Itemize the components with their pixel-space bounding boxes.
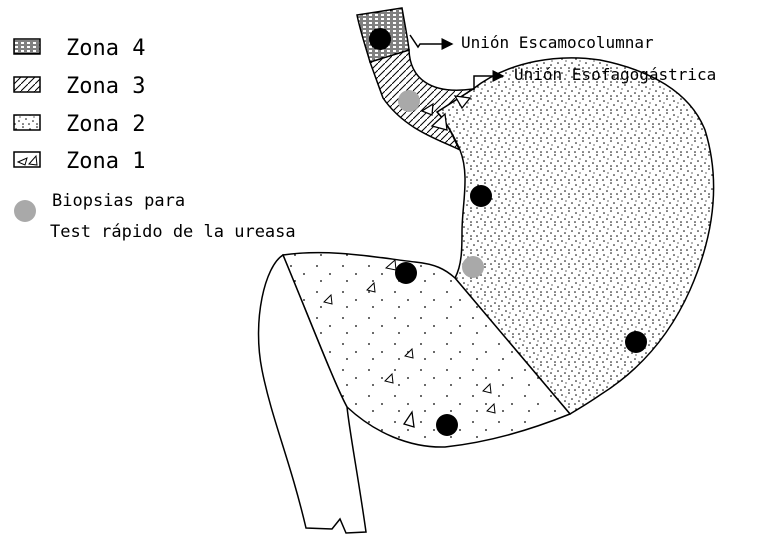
zona4-swatch <box>14 39 40 54</box>
biopsy-label-line2: Test rápido de la ureasa <box>50 222 296 242</box>
legend-item-zona1: Zona 1 <box>14 149 145 174</box>
zona1-label: Zona 1 <box>66 149 145 174</box>
zona3-swatch <box>14 77 40 92</box>
callout-squamocolumnar: Unión Escamocolumnar <box>410 33 654 52</box>
biopsy-black-antrum-lower <box>436 414 458 436</box>
zona2-label: Zona 2 <box>66 112 145 137</box>
legend: Zona 4 Zona 3 Zona 2 Zona 1 Biopsias par… <box>14 36 296 242</box>
legend-biopsy: Biopsias para Test rápido de la ureasa <box>14 191 296 242</box>
biopsy-label-line1: Biopsias para <box>52 191 185 211</box>
legend-item-zona4: Zona 4 <box>14 36 145 61</box>
stomach-anatomy <box>259 8 714 533</box>
biopsy-gray-cardia <box>398 90 420 112</box>
biopsy-black-greater-curve <box>625 331 647 353</box>
biopsy-legend-marker <box>14 200 36 222</box>
legend-item-zona2: Zona 2 <box>14 112 145 137</box>
squamocolumnar-arrow <box>410 35 452 47</box>
biopsy-black-lesser-curve <box>470 185 492 207</box>
legend-item-zona3: Zona 3 <box>14 74 145 99</box>
zona4-label: Zona 4 <box>66 36 145 61</box>
biopsy-black-antrum-upper <box>395 262 417 284</box>
biopsy-black-esophagus <box>369 28 391 50</box>
biopsy-gray-incisura <box>462 256 484 278</box>
squamocolumnar-label: Unión Escamocolumnar <box>461 33 654 52</box>
gastroesophageal-label: Unión Esofagogástrica <box>514 65 716 84</box>
zona3-label: Zona 3 <box>66 74 145 99</box>
zona2-swatch <box>14 115 40 130</box>
